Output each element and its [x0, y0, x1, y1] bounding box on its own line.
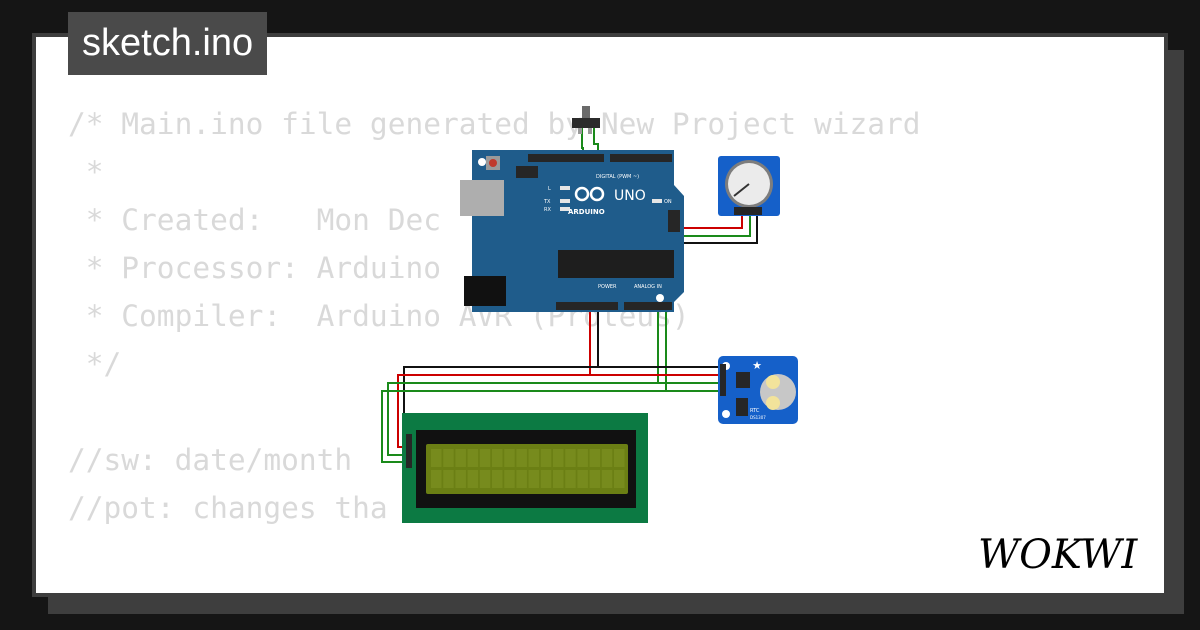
lcd-cell: [443, 449, 454, 467]
rx-label: RX: [544, 207, 551, 213]
battery-icon: [766, 375, 780, 389]
lcd-cell: [504, 449, 515, 467]
tx-label: TX: [543, 199, 551, 205]
board-name: UNO: [614, 188, 646, 204]
lcd-i2c-pins: [406, 434, 412, 468]
code-line: * Created: Mon Dec: [68, 203, 441, 237]
lcd-cell: [577, 470, 588, 488]
lcd-cell: [540, 449, 552, 467]
wokwi-logo[interactable]: WOKWI: [978, 528, 1150, 576]
lcd-cell: [431, 449, 442, 467]
lcd-cell: [479, 449, 491, 467]
lcd-cells: [431, 449, 625, 488]
lcd-cell: [565, 449, 576, 467]
switch-icon[interactable]: [582, 106, 590, 118]
power-jack: [464, 276, 506, 306]
code-line: */: [68, 347, 122, 381]
lcd-cell: [443, 470, 454, 488]
lcd-cell: [601, 470, 613, 488]
l-label: L: [548, 186, 551, 192]
wire-lcd-sda: [387, 382, 722, 456]
arduino-logo: [574, 186, 605, 202]
lcd-cell: [467, 449, 479, 467]
lcd-cell: [504, 470, 515, 488]
lcd-cell: [601, 449, 613, 467]
wire-rtc-sda: [657, 303, 722, 384]
arduino-uno-board[interactable]: UNO ARDUINO DIGITAL (PWM ~) ANALOG IN PO…: [460, 150, 684, 312]
lcd-cell: [614, 449, 625, 467]
lcd-cell: [553, 470, 564, 488]
lcd-cell: [589, 470, 601, 488]
lcd-cell: [553, 449, 564, 467]
lcd-cell: [565, 470, 576, 488]
wire-lcd-scl: [381, 390, 722, 463]
code-line: *: [68, 155, 104, 189]
digital-header-right: [610, 154, 672, 162]
lcd-cell: [528, 449, 540, 467]
analog-header: [624, 302, 672, 310]
lcd-cell: [467, 470, 479, 488]
code-line: //sw: date/month: [68, 443, 353, 477]
wire-rtc-scl: [665, 303, 722, 392]
lcd-cell: [492, 449, 503, 467]
lcd-cell: [492, 470, 503, 488]
power-label: POWER: [598, 284, 617, 290]
lcd-cell: [431, 470, 442, 488]
analog-label: ANALOG IN: [634, 284, 662, 290]
on-label: ON: [664, 199, 672, 205]
rtc-chip-label: DS1307: [750, 415, 766, 420]
usb-port: [460, 180, 504, 216]
code-line: //pot: changes tha: [68, 491, 388, 525]
lcd-display[interactable]: [402, 413, 648, 523]
lcd-cell: [455, 449, 466, 467]
rtc-label: RTC: [750, 408, 760, 414]
digital-label: DIGITAL (PWM ~): [596, 174, 639, 180]
slide-switch[interactable]: [572, 106, 600, 134]
star-icon: ★: [752, 359, 762, 372]
lcd-cell: [577, 449, 588, 467]
lcd-cell: [540, 470, 552, 488]
lcd-cell: [455, 470, 466, 488]
code-line: * Processor: Arduino: [68, 251, 441, 285]
lcd-cell: [614, 470, 625, 488]
code-line: /* Main.ino file generated by New Projec…: [68, 107, 921, 141]
rtc-module[interactable]: ★ RTC DS1307: [718, 356, 798, 424]
lcd-cell: [516, 470, 527, 488]
potentiometer[interactable]: [718, 156, 780, 216]
lcd-cell: [528, 470, 540, 488]
digital-header-left: [528, 154, 604, 162]
file-name-tab[interactable]: sketch.ino: [68, 12, 268, 75]
lcd-cell: [516, 449, 527, 467]
board-brand: ARDUINO: [568, 208, 605, 216]
lcd-cell: [589, 449, 601, 467]
atmega-chip: [558, 250, 674, 278]
brand-name: WOKWI: [978, 532, 1138, 576]
lcd-cell: [479, 470, 491, 488]
power-header: [556, 302, 618, 310]
